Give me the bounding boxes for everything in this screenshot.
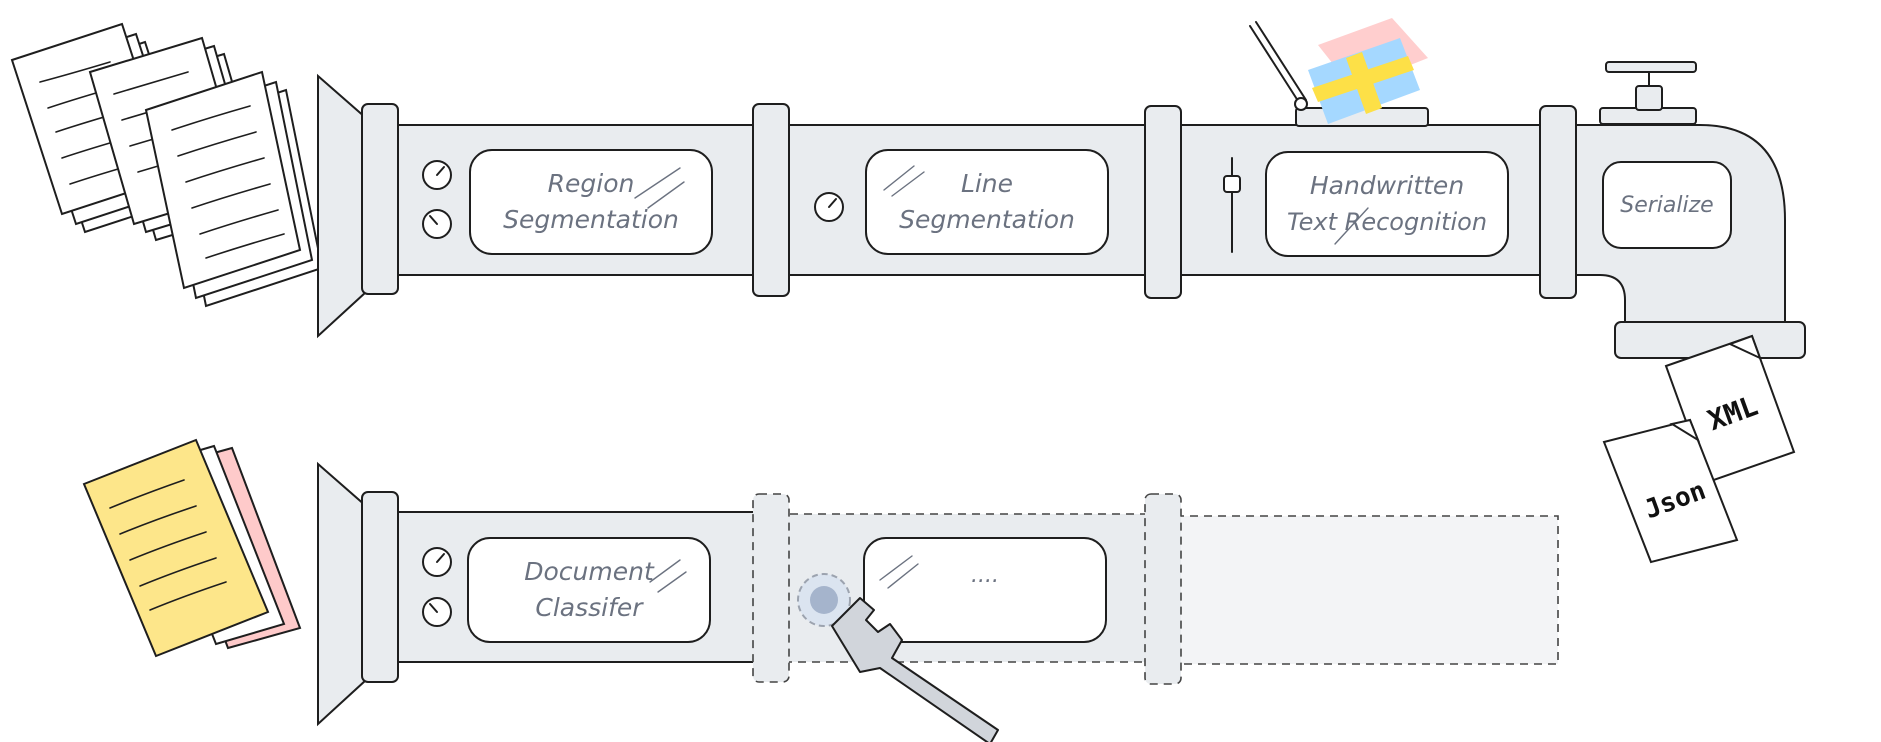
stage-document-classifier: Document Classifer <box>467 537 711 643</box>
gear-icon <box>797 573 851 627</box>
swedish-flag-icon <box>1308 18 1428 124</box>
pipe-extension-placeholder <box>1175 515 1559 665</box>
knob-icon[interactable] <box>814 192 844 222</box>
stage-label: Segmentation <box>899 205 1075 234</box>
stage-label: Handwritten <box>1310 171 1464 200</box>
pipe-collar-placeholder <box>1144 493 1182 685</box>
stage-label: Region <box>548 169 635 198</box>
valve-icon <box>1599 61 1697 125</box>
stage-label: Segmentation <box>503 205 679 234</box>
wrench-icon <box>831 597 999 742</box>
document-stack-icon <box>10 22 324 308</box>
stage-region-segmentation: Region Segmentation <box>469 149 713 255</box>
stage-serialize: Serialize <box>1602 161 1732 249</box>
pipe-collar <box>361 491 399 683</box>
knob-icon[interactable] <box>422 160 452 190</box>
knob-icon[interactable] <box>422 597 452 627</box>
top-pipeline: Region Segmentation Line Segmentation Ha… <box>317 18 1806 359</box>
pipe-collar-placeholder <box>752 493 790 683</box>
slider-icon[interactable] <box>1223 157 1241 253</box>
stage-label: Classifer <box>535 593 644 622</box>
intake-funnel <box>317 73 367 339</box>
stage-label: .... <box>971 563 999 588</box>
stage-label: Text Recognition <box>1287 208 1487 236</box>
stage-handwritten-text-recognition: Handwritten Text Recognition <box>1265 151 1509 257</box>
stage-label: Document <box>524 557 655 586</box>
outlet-label: Serialize <box>1620 193 1713 218</box>
stage-label: Line <box>961 169 1013 198</box>
intake-funnel <box>317 461 367 727</box>
pipe-collar <box>752 103 790 297</box>
stage-line-segmentation: Line Segmentation <box>865 149 1109 255</box>
json-file-icon: Json <box>1602 418 1739 564</box>
bottom-pipeline: Document Classifer .... <box>317 461 1559 742</box>
knob-icon[interactable] <box>422 547 452 577</box>
stage-placeholder: .... <box>863 537 1107 643</box>
pipe-collar <box>361 103 399 295</box>
knob-icon[interactable] <box>422 209 452 239</box>
pipe-collar <box>1539 105 1577 299</box>
pipe-collar <box>1144 105 1182 299</box>
sticky-notes-icon <box>82 438 302 658</box>
